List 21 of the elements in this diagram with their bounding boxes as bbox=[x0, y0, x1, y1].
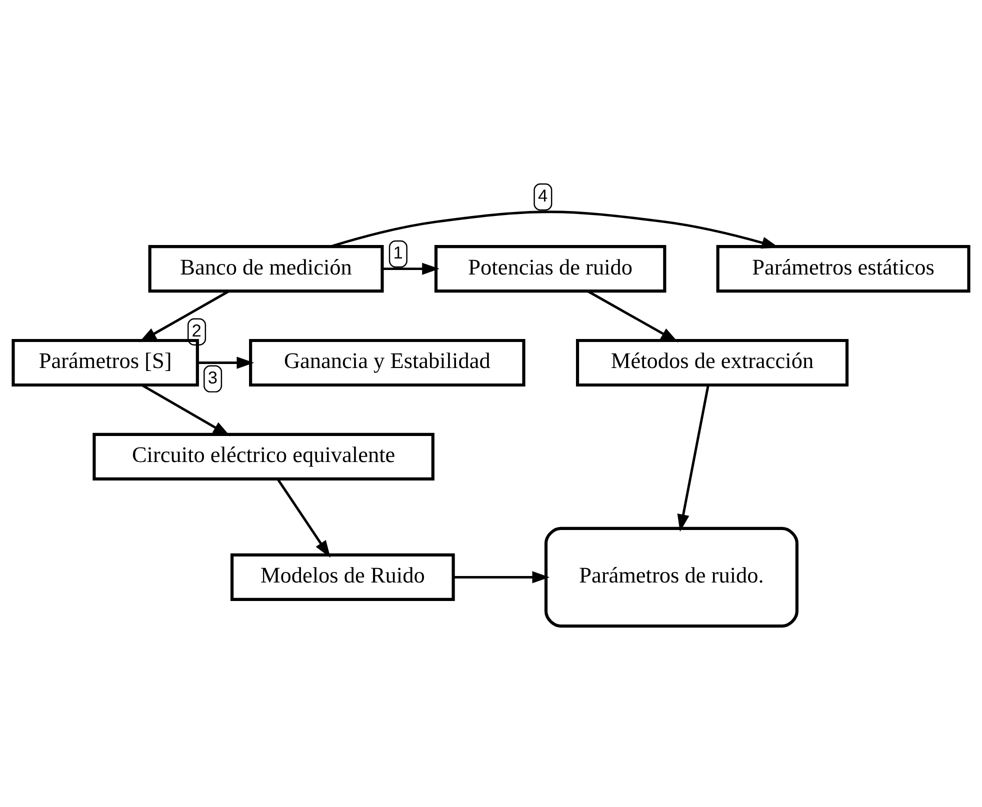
node-box: Parámetros de ruido. bbox=[544, 526, 798, 628]
arrow bbox=[139, 290, 230, 342]
node-box: Potencias de ruido bbox=[434, 245, 666, 293]
node-box: Banco de medición bbox=[148, 245, 384, 293]
node-box: Parámetros estáticos bbox=[716, 245, 970, 293]
arrow bbox=[677, 384, 710, 532]
node-box: Parámetros [S] bbox=[12, 338, 199, 387]
edge-label: 4 bbox=[538, 186, 548, 206]
node-box: Métodos de extracción bbox=[576, 338, 849, 387]
arrow bbox=[453, 571, 550, 584]
node-box: Circuito eléctrico equivalente bbox=[92, 432, 434, 480]
arrow bbox=[141, 384, 230, 436]
edge-label: 2 bbox=[192, 320, 202, 340]
arrow bbox=[587, 290, 678, 342]
edge-label: 1 bbox=[393, 242, 403, 263]
node-box: Ganancia y Estabilidad bbox=[249, 338, 526, 387]
node-box: Modelos de Ruido bbox=[230, 553, 455, 602]
arrow bbox=[382, 262, 440, 275]
arrow bbox=[276, 478, 330, 558]
edge-label: 3 bbox=[208, 367, 218, 388]
arrow bbox=[198, 356, 254, 369]
